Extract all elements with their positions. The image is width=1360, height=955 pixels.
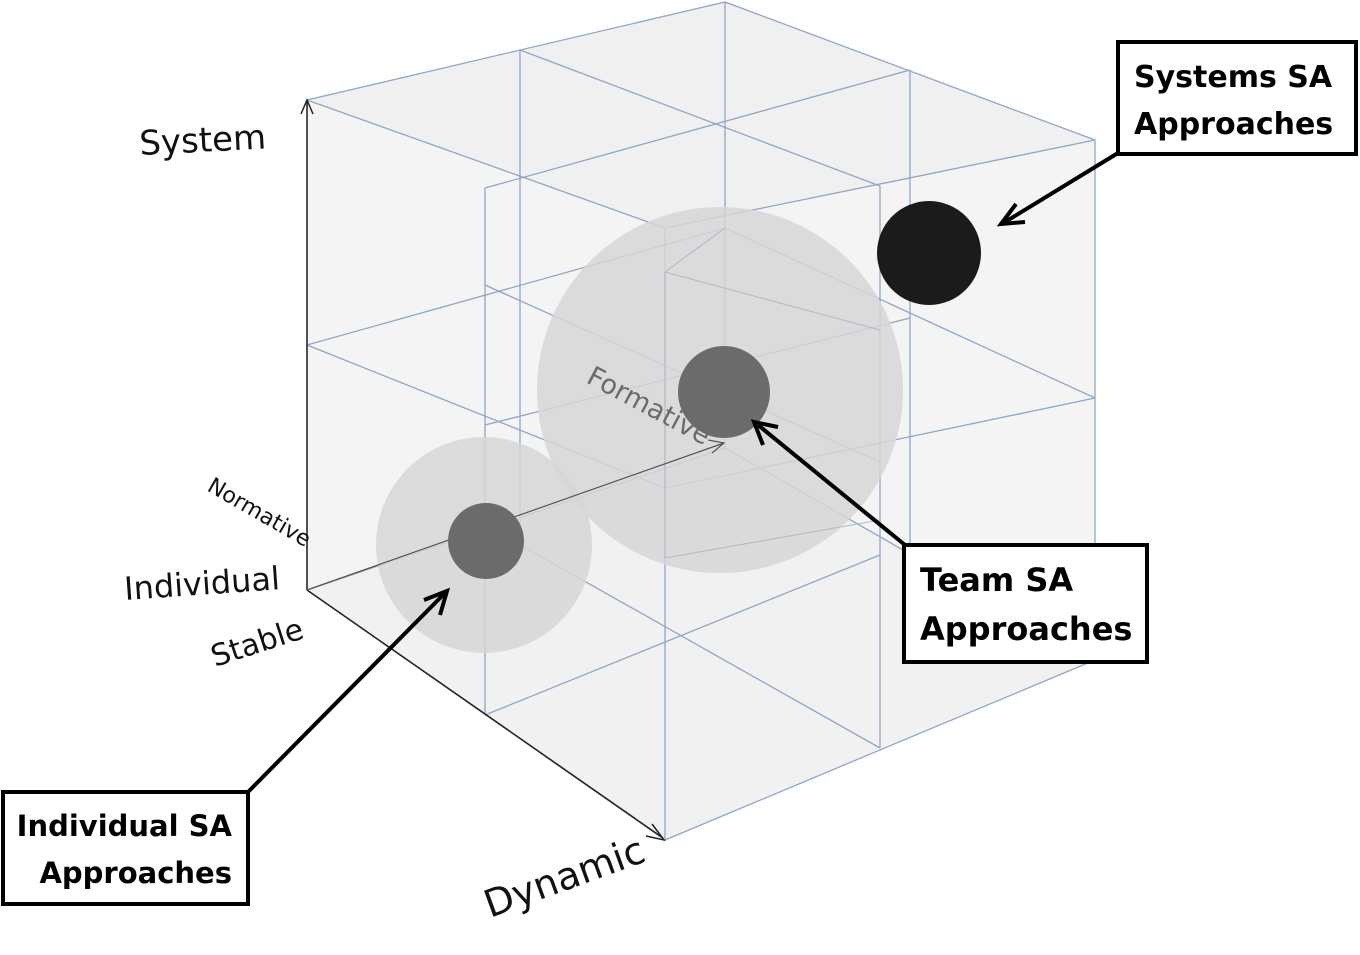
horizontal-axis-arrow	[306, 589, 664, 839]
systems-arrow	[1003, 151, 1120, 224]
individual-callout-line1: Individual SA	[17, 809, 233, 843]
systems-callout-box	[1116, 40, 1358, 156]
axis-label-individual: Individual	[123, 559, 281, 608]
team-callout-box	[902, 543, 1149, 664]
depth-axis-arrow	[306, 442, 725, 591]
inner-cube-edges	[664, 227, 881, 559]
systems-marker	[877, 201, 981, 305]
team-callout: Team SA Approaches	[902, 543, 1149, 664]
individual-marker	[448, 503, 524, 579]
systems-callout-line1: Systems SA	[1134, 60, 1333, 95]
team-callout-line2: Approaches	[920, 610, 1132, 648]
systems-callout: Systems SA Approaches	[1116, 40, 1358, 156]
callout-arrows	[245, 151, 1120, 795]
axis-label-dynamic: Dynamic	[478, 828, 651, 927]
individual-callout-line2: Approaches	[39, 856, 232, 890]
team-callout-line1: Team SA	[920, 561, 1073, 599]
individual-arrow	[245, 592, 446, 795]
axis-label-normative: Normative	[203, 474, 315, 553]
team-marker	[678, 346, 770, 438]
axis-label-system: System	[138, 117, 267, 164]
axes	[300, 98, 726, 842]
axis-label-stable: Stable	[207, 612, 308, 675]
team-arrow	[756, 423, 907, 547]
individual-callout-box	[1, 790, 250, 906]
systems-callout-line2: Approaches	[1134, 107, 1333, 142]
individual-callout: Individual SA Approaches	[1, 790, 250, 906]
